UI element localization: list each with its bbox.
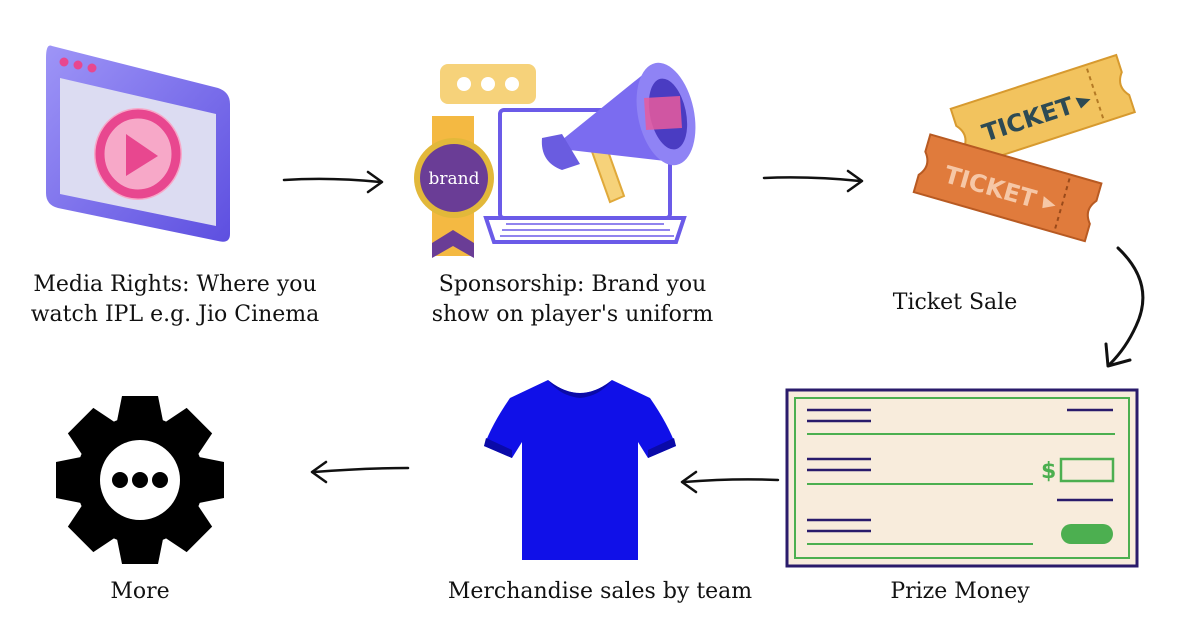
more-label: More xyxy=(110,579,170,604)
media-rights-label: Media Rights: Where you watch IPL e.g. J… xyxy=(20,270,330,330)
ticket-sale-label: Ticket Sale xyxy=(892,290,1018,315)
sponsorship-label: Sponsorship: Brand you show on player's … xyxy=(420,270,725,330)
video-play-window-icon xyxy=(46,45,230,242)
sponsorship-node: brand xyxy=(412,38,732,263)
arrow-prize-to-merch xyxy=(680,470,780,494)
cheque-icon: $ xyxy=(785,388,1139,568)
arrow-media-to-sponsorship xyxy=(282,170,384,194)
media-rights-node xyxy=(38,38,238,248)
sponsorship-label-line2: show on player's uniform xyxy=(431,302,714,327)
sponsorship-label-line1: Sponsorship: Brand you xyxy=(438,272,707,297)
arrow-sponsorship-to-ticket xyxy=(762,169,864,193)
more-node xyxy=(52,392,228,568)
gear-more-icon xyxy=(56,396,224,564)
brand-badge-text: brand xyxy=(429,169,480,189)
cheque-dollar-sign: $ xyxy=(1041,459,1056,484)
ticket-icon: TICKET TICKET xyxy=(912,53,1137,243)
megaphone-laptop-icon: brand xyxy=(414,62,696,258)
arrow-ticket-to-prize xyxy=(1104,246,1145,368)
ticket-sale-node: TICKET TICKET xyxy=(898,30,1148,260)
media-rights-label-line2: watch IPL e.g. Jio Cinema xyxy=(30,302,320,327)
prize-money-node: $ xyxy=(785,388,1139,568)
merchandise-label: Merchandise sales by team xyxy=(447,579,753,604)
media-rights-label-line1: Media Rights: Where you xyxy=(33,272,317,297)
arrow-merch-to-more xyxy=(310,460,410,484)
merchandise-node xyxy=(482,372,678,564)
prize-money-label: Prize Money xyxy=(890,579,1030,604)
tshirt-icon xyxy=(484,380,676,560)
